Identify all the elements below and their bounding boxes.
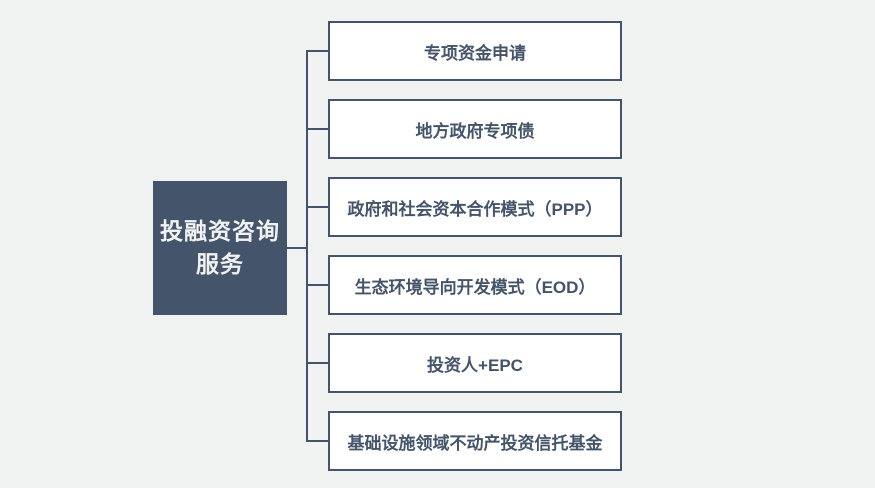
branch-node: 生态环境导向开发模式（EOD） <box>328 255 622 315</box>
branch-node: 基础设施领域不动产投资信托基金 <box>328 411 622 471</box>
branch-node-label: 生态环境导向开发模式（EOD） <box>354 277 596 297</box>
connector-branch-1 <box>307 50 328 52</box>
root-node-label-line1: 投融资咨询 <box>160 218 280 244</box>
branch-node-label: 投资人+EPC <box>427 355 523 375</box>
connector-root-stem <box>287 247 307 249</box>
connector-branch-6 <box>307 440 328 442</box>
branch-node-label: 基础设施领域不动产投资信托基金 <box>347 433 603 453</box>
branch-node-label: 专项资金申请 <box>424 43 526 63</box>
connector-spine <box>306 50 308 442</box>
branch-node-label: 政府和社会资本合作模式（PPP） <box>347 199 603 219</box>
branch-node-label: 地方政府专项债 <box>415 121 535 141</box>
branch-node: 地方政府专项债 <box>328 99 622 159</box>
branch-node: 投资人+EPC <box>328 333 622 393</box>
connector-branch-5 <box>307 362 328 364</box>
branch-node: 专项资金申请 <box>328 21 622 81</box>
connector-branch-4 <box>307 284 328 286</box>
branch-node: 政府和社会资本合作模式（PPP） <box>328 177 622 237</box>
root-node-label-line2: 服务 <box>196 251 244 277</box>
root-node: 投融资咨询 服务 <box>153 181 287 315</box>
connector-branch-2 <box>307 128 328 130</box>
connector-branch-3 <box>307 206 328 208</box>
